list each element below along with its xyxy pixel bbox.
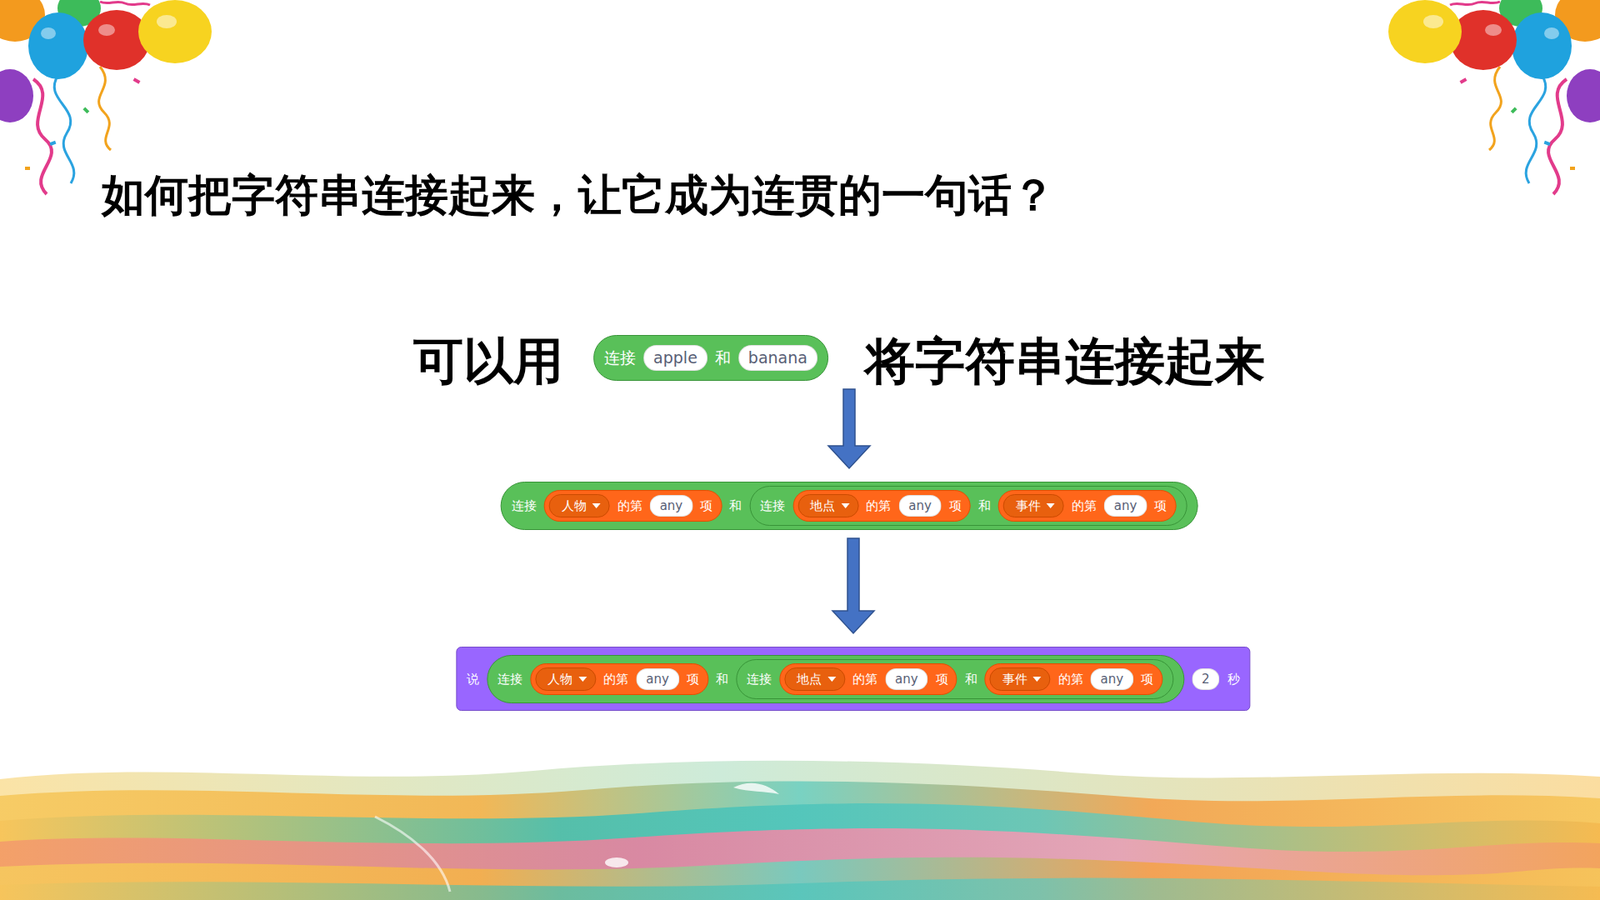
block-text: 项 xyxy=(686,671,700,687)
wave-band xyxy=(0,857,1600,900)
block-text: 项 xyxy=(935,671,949,687)
input-slot: banana xyxy=(738,345,818,371)
dropdown-text: 事件 xyxy=(1015,498,1041,514)
block-text: 说 xyxy=(466,671,480,687)
operator-block: 连接地点的第any项和事件的第any项 xyxy=(735,659,1174,700)
operator-block: 连接人物的第any项和连接地点的第any项和事件的第any项 xyxy=(486,655,1185,704)
dropdown-arrow xyxy=(840,503,850,509)
dropdown-arrow xyxy=(592,503,601,509)
wave-band xyxy=(0,760,1600,900)
block-text: 项 xyxy=(949,498,962,514)
input-slot: apple xyxy=(643,345,708,371)
block-text: 的第 xyxy=(852,671,878,687)
dropdown-field: 人物 xyxy=(549,494,610,518)
wave-band xyxy=(0,760,1600,900)
caption-text: 将字符串连接起来 xyxy=(865,333,1265,389)
input-slot: any xyxy=(1104,495,1148,517)
input-slot: any xyxy=(635,668,680,690)
block-text: 和 xyxy=(715,671,729,687)
slide-title: 如何把字符串连接起来，让它成为连贯的一句话？ xyxy=(101,170,1055,219)
wave-band xyxy=(0,878,1600,900)
dropdown-field: 地点 xyxy=(784,667,845,691)
wave-band xyxy=(375,816,450,892)
wave-band xyxy=(605,857,629,868)
wave-band xyxy=(0,781,1600,900)
input-slot: any xyxy=(650,495,694,517)
wave-band xyxy=(733,783,780,795)
dropdown-text: 地点 xyxy=(796,671,822,687)
block-text: 连接 xyxy=(760,498,785,514)
block-text: 秒 xyxy=(1227,671,1240,687)
input-slot: any xyxy=(885,668,929,690)
flow-arrow xyxy=(828,389,870,469)
dropdown-field: 人物 xyxy=(535,667,596,691)
operator-block: 连接 apple 和 banana xyxy=(593,335,829,381)
say-block: 说连接人物的第any项和连接地点的第any项和事件的第any项2秒 xyxy=(455,646,1250,711)
block-text: 的第 xyxy=(603,671,629,687)
caption-text: 可以用 xyxy=(413,333,564,389)
list-item-block: 地点 的第 any 项 xyxy=(779,663,958,695)
block-text: 的第 xyxy=(1058,671,1084,687)
block-text: 和 xyxy=(965,671,978,687)
block-text: 项 xyxy=(700,498,713,514)
input-slot: any xyxy=(1090,668,1135,690)
list-item-block: 人物 的第 any 项 xyxy=(544,490,723,522)
dropdown-text: 人物 xyxy=(561,498,587,514)
block-text: 项 xyxy=(1140,671,1154,687)
dropdown-arrow xyxy=(578,676,587,682)
block-text: 的第 xyxy=(865,498,891,514)
dropdown-text: 人物 xyxy=(547,671,573,687)
block-text: 和 xyxy=(978,498,991,514)
block-text: 和 xyxy=(729,498,742,514)
list-item-block: 事件 的第 any 项 xyxy=(985,663,1164,695)
dropdown-text: 地点 xyxy=(810,498,835,514)
list-item-block: 人物 的第 any 项 xyxy=(530,663,709,695)
dropdown-arrow xyxy=(1033,676,1042,682)
block-text: 连接 xyxy=(511,498,537,514)
block-text: 的第 xyxy=(617,498,643,514)
block-text: 连接 xyxy=(604,348,636,368)
input-slot: any xyxy=(898,495,942,517)
flow-arrow xyxy=(832,538,875,634)
dropdown-arrow xyxy=(1046,503,1055,509)
wave-band xyxy=(0,803,1600,900)
balloon-cluster xyxy=(1388,0,1600,195)
wave-band xyxy=(0,828,1600,900)
balloon-cluster xyxy=(0,0,212,195)
block-text: 项 xyxy=(1154,498,1167,514)
dropdown-text: 事件 xyxy=(1002,671,1028,687)
operator-block: 连接地点的第any项和事件的第any项 xyxy=(749,485,1187,526)
list-item-block: 地点 的第 any 项 xyxy=(792,490,971,522)
block-text: 和 xyxy=(715,348,731,368)
dropdown-field: 事件 xyxy=(990,667,1051,691)
input-slot: 2 xyxy=(1191,668,1220,690)
block-text: 连接 xyxy=(497,671,523,687)
operator-block: 连接人物的第any项和连接地点的第any项和事件的第any项 xyxy=(500,481,1199,530)
dropdown-field: 地点 xyxy=(797,494,859,518)
list-item-block: 事件 的第 any 项 xyxy=(998,490,1177,522)
dropdown-field: 事件 xyxy=(1003,494,1065,518)
dropdown-arrow xyxy=(827,676,836,682)
block-text: 连接 xyxy=(746,671,772,687)
block-text: 的第 xyxy=(1071,498,1097,514)
